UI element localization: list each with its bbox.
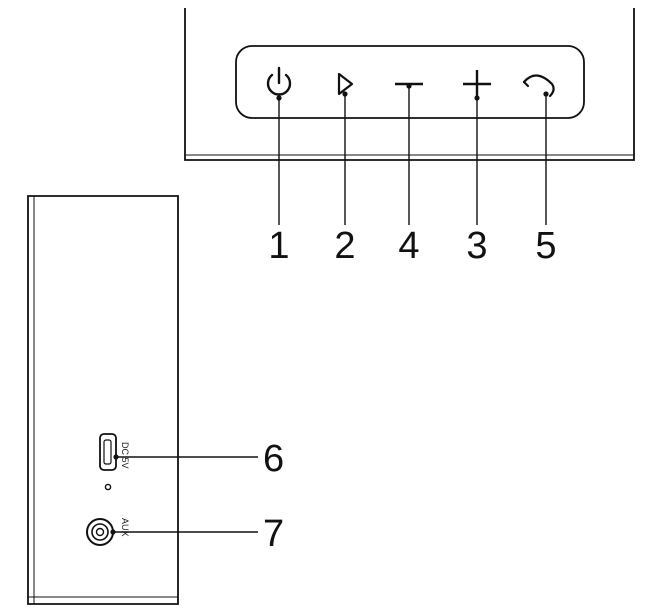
power-icon [266,66,292,96]
callout-aux: 7 [263,513,284,555]
callout-play: 2 [334,225,355,267]
side-view-body-outline [27,195,179,605]
callout-power: 1 [268,225,289,267]
aux-jack-icon [86,518,114,546]
side-leader-dots [110,454,119,535]
top-leader-dots [276,83,549,101]
side-leaders [113,456,258,533]
indicator-hole [104,483,112,491]
usb-port-label: DC 5V [120,442,130,469]
play-icon [337,72,354,96]
micro-usb-port-icon [99,433,117,471]
top-leaders [278,86,547,225]
phone-icon [522,74,555,98]
aux-port-label: AUX [120,518,130,537]
callout-volume-up: 3 [466,225,487,267]
callout-phone: 5 [535,225,556,267]
plus-icon [463,70,491,98]
side-view [27,195,179,605]
callout-usb: 6 [263,438,284,480]
control-panel [235,45,585,119]
callout-volume-down: 4 [398,225,419,267]
